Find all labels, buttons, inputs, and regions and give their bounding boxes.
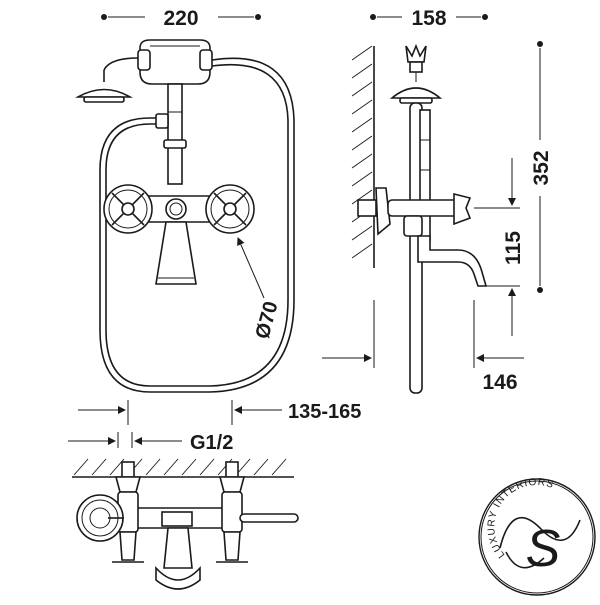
- dim-thread: G1/2: [68, 432, 233, 454]
- right-cross-handle: [205, 184, 255, 234]
- dim-center-distance-label: 135-165: [288, 401, 361, 423]
- top-handles: [112, 531, 248, 563]
- dim-handle-diameter: Ø70: [237, 237, 283, 341]
- top-hose: [239, 513, 299, 523]
- top-wall: [72, 458, 294, 478]
- side-mixer: [357, 187, 472, 237]
- left-cross-handle: [103, 184, 153, 234]
- handshower-head: [75, 57, 139, 103]
- dim-spout-reach-146: 146: [322, 300, 524, 394]
- top-body: [117, 491, 243, 533]
- dim-thread-label: G1/2: [190, 432, 233, 454]
- top-inlets: [114, 461, 246, 493]
- dim-depth-158: 158: [370, 7, 488, 30]
- dim-width-220: 220: [101, 7, 261, 30]
- shower-hose: [99, 57, 295, 393]
- dim-center-distance: 135-165: [78, 400, 361, 425]
- side-spout: [417, 235, 488, 287]
- dim-146-label: 146: [482, 371, 517, 394]
- dim-158-label: 158: [411, 7, 446, 30]
- dim-height-352: 352: [530, 41, 553, 293]
- wall-section: [351, 45, 375, 268]
- riser-pipe: [163, 83, 187, 185]
- top-spout: [155, 527, 201, 590]
- brand-logo: LUXURY INTERIORS S: [478, 477, 596, 596]
- side-cradle: [389, 43, 443, 104]
- handshower-cradle: [137, 39, 213, 85]
- dim-352-label: 352: [530, 150, 553, 185]
- front-view: 220: [68, 7, 361, 454]
- dim-diameter-label: Ø70: [252, 299, 283, 341]
- spout-front: [155, 221, 197, 285]
- top-view: [72, 458, 299, 590]
- dim-115-label: 115: [502, 231, 525, 265]
- dim-220-label: 220: [163, 7, 198, 30]
- side-view: 158: [322, 7, 553, 394]
- dim-spout-height-115: 115: [474, 158, 525, 336]
- top-handshower: [76, 494, 124, 542]
- logo-letter: S: [526, 520, 561, 578]
